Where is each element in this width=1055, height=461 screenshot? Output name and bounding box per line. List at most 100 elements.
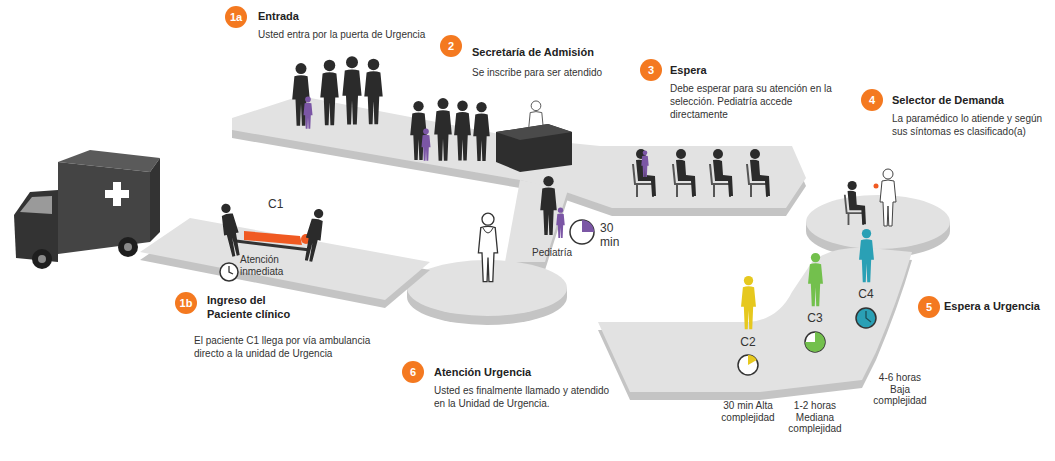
- runner: [218, 202, 244, 257]
- ambulance-wheel: [118, 237, 138, 257]
- child: [421, 129, 430, 161]
- person: [434, 98, 452, 161]
- callout-number: 3: [648, 65, 654, 76]
- clock-hands: [229, 266, 233, 274]
- step-description: El paciente C1 llega por vía ambulancia …: [194, 334, 372, 360]
- waiting-room: [633, 149, 770, 197]
- child: [556, 208, 565, 238]
- step-heading: Espera a Urgencia: [944, 300, 1052, 314]
- step-heading: Entrada: [258, 10, 438, 24]
- patient-lying: [244, 231, 302, 245]
- person: [540, 176, 557, 235]
- selector-scene: [845, 169, 896, 226]
- area-label: Pediatría: [532, 247, 572, 259]
- person-c2: [741, 276, 756, 329]
- category-label: C2: [740, 336, 755, 350]
- paramedic-hand: [874, 184, 879, 189]
- step-callout: 4 Selector de Demanda La paramédico lo ati…: [861, 89, 1052, 138]
- doctor: [478, 213, 497, 281]
- step-callout: 1b Ingreso del Paciente clínico El pacient…: [175, 292, 372, 360]
- time-note: Atención inmediata: [240, 254, 283, 277]
- ambulance-box: [58, 162, 150, 254]
- time-label: 1-2 horas Mediana complejidad: [788, 400, 841, 435]
- ambulance-box-end: [150, 158, 160, 242]
- category-label: C4: [858, 288, 873, 302]
- ambulance-cross: [105, 190, 129, 198]
- paramedic: [880, 169, 896, 226]
- person: [320, 60, 338, 126]
- step-heading: Espera: [670, 64, 790, 78]
- category-label: C1: [268, 198, 283, 212]
- seated-person: [633, 149, 656, 197]
- step-callout: 5 Espera a Urgencia: [918, 296, 1052, 318]
- step-heading: Secretaría de Admisión: [472, 46, 642, 60]
- time-label: 30 min Alta complejidad: [721, 400, 774, 423]
- admission-scene: [410, 98, 572, 172]
- step-description: Se inscribe para ser atendido: [472, 66, 642, 79]
- step-description: Usted es finalmente llamado y atendido e…: [434, 384, 610, 410]
- triage: [738, 229, 876, 375]
- person-c4: [859, 229, 874, 282]
- person: [364, 59, 382, 125]
- clock-wedge: [582, 220, 594, 232]
- ambulance-hub: [38, 255, 46, 263]
- selector-platform: [806, 195, 950, 258]
- callout-circle: 4: [861, 89, 883, 111]
- child: [303, 97, 312, 129]
- pediatric-scene: [540, 176, 594, 244]
- clock-wedge: [805, 332, 825, 352]
- clock-face: [856, 308, 876, 328]
- callout-number: 1b: [180, 298, 193, 309]
- person-c3: [808, 253, 823, 306]
- time-label: 4-6 horas Baja complejidad: [873, 372, 926, 407]
- clock-face: [220, 263, 238, 281]
- clock-hands: [866, 311, 871, 322]
- clock-face: [805, 332, 825, 352]
- step-description: Debe esperar para su atención en la sele…: [670, 82, 840, 121]
- desk: [496, 124, 572, 172]
- child: [641, 150, 648, 177]
- step-heading: Ingreso del Paciente clínico: [207, 294, 307, 322]
- clock: [220, 263, 238, 281]
- person: [342, 56, 361, 124]
- entrance-people: [292, 56, 382, 129]
- step-heading: Selector de Demanda: [892, 94, 1052, 108]
- category-label: C3: [807, 312, 822, 326]
- stethoscope: [483, 228, 493, 233]
- runner: [301, 207, 327, 262]
- callout-number: 6: [410, 367, 416, 378]
- callout-circle: 2: [440, 35, 462, 57]
- step-callout: 6 Atención UrgenciaUsted es finalmente ll…: [402, 361, 610, 410]
- seated-person: [747, 149, 770, 197]
- ambulance: [14, 150, 160, 269]
- person: [454, 101, 471, 161]
- callout-number: 4: [869, 95, 875, 106]
- step-heading: Atención Urgencia: [434, 366, 604, 380]
- seated-person: [673, 149, 696, 197]
- step-description: Usted entra por la puerta de Urgencia: [258, 28, 458, 41]
- callout-circle: 5: [918, 296, 940, 318]
- ambulance-hub: [124, 243, 132, 251]
- clock-face: [738, 355, 758, 375]
- callout-circle: 6: [402, 361, 424, 383]
- callout-number: 2: [448, 41, 454, 52]
- step-description: La paramédico lo atiende y según sus sín…: [892, 112, 1050, 138]
- clock-wedge: [748, 355, 757, 365]
- callout-number: 1a: [230, 12, 242, 23]
- seated-patient: [845, 181, 866, 225]
- callout-number: 5: [926, 302, 932, 313]
- callout-circle: 1a: [225, 6, 247, 28]
- ambulance-windshield: [20, 196, 52, 214]
- time-label: 30 min: [600, 222, 619, 250]
- callout-circle: 3: [640, 59, 662, 81]
- ambulance-wheel: [32, 249, 52, 269]
- step-callout: 3 EsperaDebe esperar para su atención en …: [640, 59, 840, 121]
- stretcher-scene: [218, 202, 327, 262]
- step-callout: 1a EntradaUsted entra por la puerta de Ur…: [225, 6, 458, 41]
- platform-top: [140, 218, 430, 300]
- person: [473, 102, 490, 161]
- callout-circle: 1b: [175, 292, 197, 314]
- desk-top: [496, 124, 572, 140]
- seated-person: [710, 149, 733, 197]
